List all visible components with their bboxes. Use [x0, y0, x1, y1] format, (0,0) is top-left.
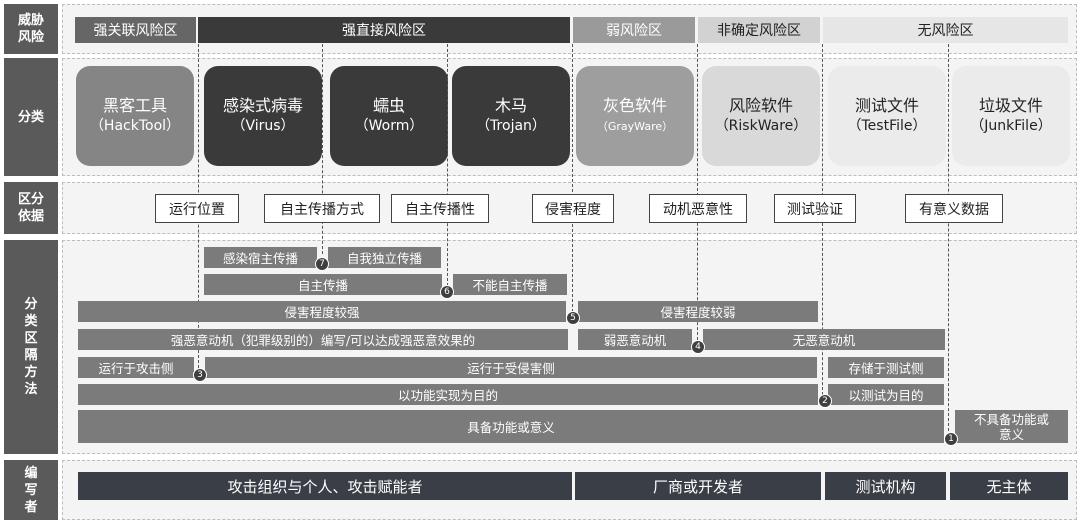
author-attackers: 攻击组织与个人、攻击赋能者 — [78, 472, 572, 500]
basis-self-spread: 自主传播性 — [391, 194, 489, 223]
category-cn: 木马 — [494, 96, 527, 115]
method-row-label: 分 类 区 隔 方 法 — [4, 240, 58, 454]
bar-test-purpose: 以测试为目的 — [828, 384, 944, 405]
bar-no-function: 不具备功能或 意义 — [955, 410, 1068, 443]
category-cn: 黑客工具 — [102, 96, 167, 115]
category-en: （Virus） — [231, 118, 295, 134]
bar-harm-weak: 侵害程度较弱 — [578, 301, 818, 322]
category-cn: 测试文件 — [854, 96, 919, 115]
marker-4: 4 — [691, 340, 705, 354]
category-en: （JunkFile） — [970, 118, 1052, 134]
zone-weak: 弱风险区 — [573, 17, 695, 43]
bar-function-purpose: 以功能实现为目的 — [78, 384, 818, 405]
category-cn: 感染式病毒 — [222, 96, 303, 115]
author-vendors: 厂商或开发者 — [575, 472, 821, 500]
bar-infect-host-spread: 感染宿主传播 — [204, 247, 317, 268]
bar-victim-side: 运行于受侵害侧 — [205, 357, 817, 378]
basis-harm-level: 侵害程度 — [532, 194, 614, 223]
basis-run-location: 运行位置 — [155, 194, 239, 223]
category-virus: 感染式病毒 （Virus） — [204, 66, 322, 166]
category-junkfile: 垃圾文件 （JunkFile） — [952, 66, 1070, 166]
basis-self-spread-mode: 自主传播方式 — [264, 194, 380, 223]
category-en: （TestFile） — [847, 118, 927, 134]
author-no-subject: 无主体 — [950, 472, 1068, 500]
divider-line — [447, 44, 448, 286]
category-en: （HackTool） — [89, 118, 181, 134]
zone-strong-direct: 强直接风险区 — [198, 17, 570, 43]
threat-row-label: 威胁 风险 — [4, 4, 58, 54]
marker-2: 2 — [818, 394, 832, 408]
category-riskware: 风险软件 （RiskWare） — [702, 66, 820, 166]
marker-5: 5 — [566, 311, 580, 325]
author-row-label: 编 写 者 — [4, 460, 58, 520]
bar-test-side: 存储于测试侧 — [828, 357, 944, 378]
category-cn: 风险软件 — [728, 96, 793, 115]
bar-weak-malice: 弱恶意动机 — [578, 329, 692, 350]
category-hacktool: 黑客工具 （HackTool） — [76, 66, 194, 166]
category-testfile: 测试文件 （TestFile） — [828, 66, 946, 166]
category-en: （RiskWare） — [714, 118, 808, 134]
bar-strong-malice: 强恶意动机（犯罪级别的）编写/可以达成强恶意效果的 — [78, 329, 568, 350]
marker-7: 7 — [315, 257, 329, 271]
category-row-label: 分类 — [4, 58, 58, 176]
bar-harm-strong: 侵害程度较强 — [78, 301, 566, 322]
marker-1: 1 — [944, 432, 958, 446]
author-test-agencies: 测试机构 — [825, 472, 946, 500]
basis-row-label: 区分 依据 — [4, 182, 58, 234]
bar-self-independent-spread: 自我独立传播 — [328, 247, 441, 268]
divider-line — [948, 44, 949, 436]
marker-6: 6 — [440, 285, 454, 299]
category-worm: 蠕虫 （Worm） — [330, 66, 448, 166]
category-grayware: 灰色软件 （GrayWare） — [576, 66, 694, 166]
category-cn: 垃圾文件 — [978, 96, 1043, 115]
category-en: （Trojan） — [476, 118, 546, 134]
zone-strong-associated: 强关联风险区 — [75, 17, 196, 43]
marker-3: 3 — [193, 368, 207, 382]
divider-line — [572, 44, 573, 312]
basis-meaningful-data: 有意义数据 — [905, 194, 1003, 223]
category-trojan: 木马 （Trojan） — [452, 66, 570, 166]
bar-has-function: 具备功能或意义 — [78, 410, 944, 443]
category-cn: 蠕虫 — [372, 96, 405, 115]
divider-line — [697, 44, 698, 340]
category-en: （Worm） — [354, 118, 424, 134]
bar-no-self-spread: 不能自主传播 — [453, 274, 567, 295]
zone-no-risk: 无风险区 — [823, 17, 1068, 43]
divider-line — [322, 44, 323, 254]
category-en: （GrayWare） — [596, 120, 674, 133]
category-cn: 灰色软件 — [602, 96, 667, 115]
bar-attack-side: 运行于攻击侧 — [78, 357, 194, 378]
basis-test-verification: 测试验证 — [774, 194, 856, 223]
bar-no-malice: 无恶意动机 — [703, 329, 945, 350]
basis-malicious-motive: 动机恶意性 — [649, 194, 747, 223]
bar-self-spread: 自主传播 — [204, 274, 442, 295]
zone-uncertain: 非确定风险区 — [698, 17, 820, 43]
